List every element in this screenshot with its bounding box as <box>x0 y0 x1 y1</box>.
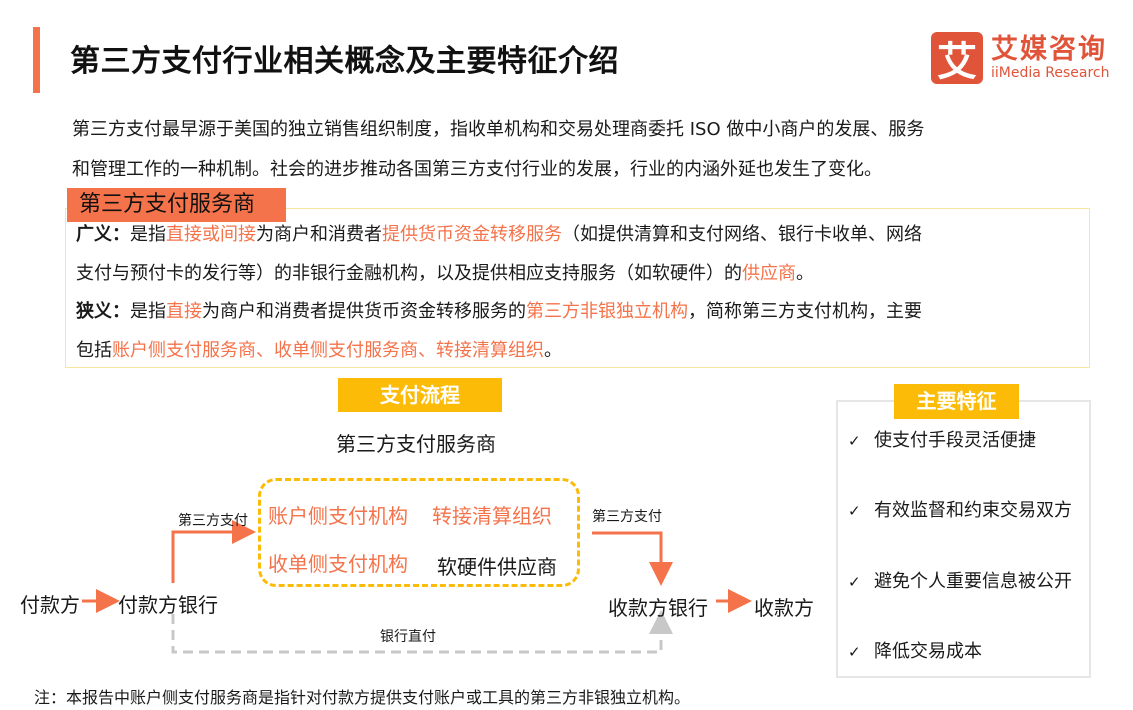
text: 包括 <box>76 339 112 361</box>
intro-line-2: 和管理工作的一种机制。社会的进步推动各国第三方支付行业的发展，行业的内涵外延也发… <box>72 159 882 180</box>
payment-flow-tag: 支付流程 <box>338 378 502 412</box>
node-payer-bank: 付款方银行 <box>118 593 218 617</box>
feature-item: ✓ 使支付手段灵活便捷 <box>848 426 1036 452</box>
check-icon: ✓ <box>848 643 861 661</box>
feature-text: 降低交易成本 <box>874 641 982 662</box>
title-accent-bar <box>33 27 40 93</box>
arrow-bank-to-third-party <box>171 520 256 583</box>
highlight: 提供货币资金转移服务 <box>382 224 562 245</box>
feature-item: ✓ 降低交易成本 <box>848 637 982 663</box>
third-party-provider-group <box>258 478 580 587</box>
arrow-bank-direct <box>171 610 673 654</box>
feature-text: 避免个人重要信息被公开 <box>874 571 1072 592</box>
highlight: 直接 <box>166 301 202 322</box>
node-acquiring-side: 收单侧支付机构 <box>268 552 408 576</box>
edge-label-third-party-out: 第三方支付 <box>592 509 662 525</box>
narrow-definition-line-2: 包括账户侧支付服务商、收单侧支付服务商、转接清算组织。 <box>76 332 1086 371</box>
text: 。 <box>544 339 562 361</box>
logo-text: 艾媒咨询 iiMedia Research <box>991 34 1110 82</box>
text: 为商户和消费者 <box>256 224 382 245</box>
logo-name-en: iiMedia Research <box>991 65 1110 81</box>
feature-item: ✓ 有效监督和约束交易双方 <box>848 496 1072 522</box>
narrow-label: 狭义： <box>76 301 130 322</box>
text: 。 <box>796 262 814 284</box>
text: ，简称第三方支付机构，主要 <box>688 301 922 322</box>
check-icon: ✓ <box>848 502 861 520</box>
check-icon: ✓ <box>848 432 861 450</box>
logo-mark-icon: 艾 <box>931 32 983 85</box>
node-payer: 付款方 <box>20 593 80 617</box>
text: 是指 <box>130 224 166 245</box>
definition-content: 广义：是指直接或间接为商户和消费者提供货币资金转移服务（如提供清算和支付网络、银… <box>76 216 1086 370</box>
feature-text: 使支付手段灵活便捷 <box>874 430 1036 451</box>
text: 是指 <box>130 301 166 322</box>
feature-item: ✓ 避免个人重要信息被公开 <box>848 567 1072 593</box>
node-account-side: 账户侧支付机构 <box>268 504 408 528</box>
features-tag: 主要特征 <box>894 384 1019 419</box>
brand-logo: 艾 艾媒咨询 iiMedia Research <box>931 32 1110 85</box>
node-payee: 收款方 <box>754 596 814 620</box>
highlight: 直接或间接 <box>166 224 256 245</box>
highlight: 账户侧支付服务商、收单侧支付服务商、转接清算组织 <box>112 339 544 361</box>
broad-definition-line-1: 广义：是指直接或间接为商户和消费者提供货币资金转移服务（如提供清算和支付网络、银… <box>76 216 1086 255</box>
edge-label-third-party-in: 第三方支付 <box>178 513 248 529</box>
intro-line-1: 第三方支付最早源于美国的独立销售组织制度，指收单机构和交易处理商委托 ISO 做… <box>72 119 925 140</box>
footnote: 注：本报告中账户侧支付服务商是指针对付款方提供支付账户或工具的第三方非银独立机构… <box>34 688 691 707</box>
text: （如提供清算和支付网络、银行卡收单、网络 <box>562 224 922 245</box>
payment-flow-subtitle: 第三方支付服务商 <box>336 432 496 456</box>
broad-definition-line-2: 支付与预付卡的发行等）的非银行金融机构，以及提供相应支持服务（如软硬件）的供应商… <box>76 255 1086 294</box>
highlight: 供应商 <box>742 262 796 284</box>
feature-text: 有效监督和约束交易双方 <box>874 500 1072 521</box>
edge-label-bank-direct: 银行直付 <box>380 629 436 645</box>
text: 为商户和消费者提供货币资金转移服务的 <box>202 301 526 322</box>
node-payee-bank: 收款方银行 <box>608 596 708 620</box>
definition-box <box>65 208 1090 368</box>
page-title: 第三方支付行业相关概念及主要特征介绍 <box>70 44 619 79</box>
text: 支付与预付卡的发行等）的非银行金融机构，以及提供相应支持服务（如软硬件）的 <box>76 262 742 284</box>
broad-label: 广义： <box>76 224 130 245</box>
arrow-third-party-to-payee-bank <box>592 531 673 586</box>
logo-name-cn: 艾媒咨询 <box>991 34 1107 65</box>
narrow-definition-line-1: 狭义：是指直接为商户和消费者提供货币资金转移服务的第三方非银独立机构，简称第三方… <box>76 293 1086 332</box>
definition-tag: 第三方支付服务商 <box>67 188 286 222</box>
highlight: 第三方非银独立机构 <box>526 301 688 322</box>
check-icon: ✓ <box>848 573 861 591</box>
intro-paragraph: 第三方支付最早源于美国的独立销售组织制度，指收单机构和交易处理商委托 ISO 做… <box>72 110 1092 190</box>
node-switch-clearing: 转接清算组织 <box>432 504 552 528</box>
node-hw-sw-supplier: 软硬件供应商 <box>437 555 557 579</box>
